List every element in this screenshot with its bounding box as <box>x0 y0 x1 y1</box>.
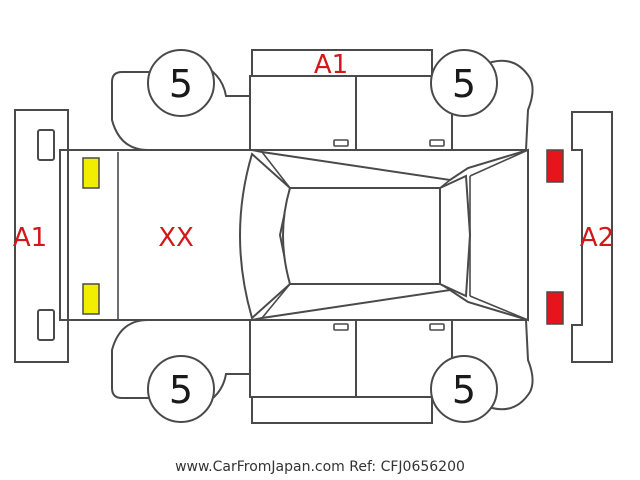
front-bumper-damage-code: A1 <box>13 223 47 253</box>
front-bumper-panel <box>14 109 69 363</box>
roof-damage-code: A1 <box>314 50 348 80</box>
tire-front-left: 5 <box>147 49 215 117</box>
hood-damage-code: XX <box>158 223 194 253</box>
taillight-left <box>546 149 564 183</box>
car-body-top-view <box>67 148 529 322</box>
tire-rear-right-grade: 5 <box>452 368 476 412</box>
tire-front-left-grade: 5 <box>169 62 193 106</box>
headlight-left <box>82 157 100 189</box>
tire-front-right: 5 <box>147 355 215 423</box>
taillight-right <box>546 291 564 325</box>
rear-bumper-panel <box>571 111 613 363</box>
tire-rear-left: 5 <box>430 49 498 117</box>
tire-rear-left-grade: 5 <box>452 62 476 106</box>
footer-credit: www.CarFromJapan.com Ref: CFJ0656200 <box>175 459 465 475</box>
roof-strip <box>251 49 433 77</box>
tire-rear-right: 5 <box>430 355 498 423</box>
rear-bumper-damage-code: A2 <box>580 223 614 253</box>
bottom-strip <box>251 396 433 424</box>
tire-front-right-grade: 5 <box>169 368 193 412</box>
headlight-right <box>82 283 100 315</box>
